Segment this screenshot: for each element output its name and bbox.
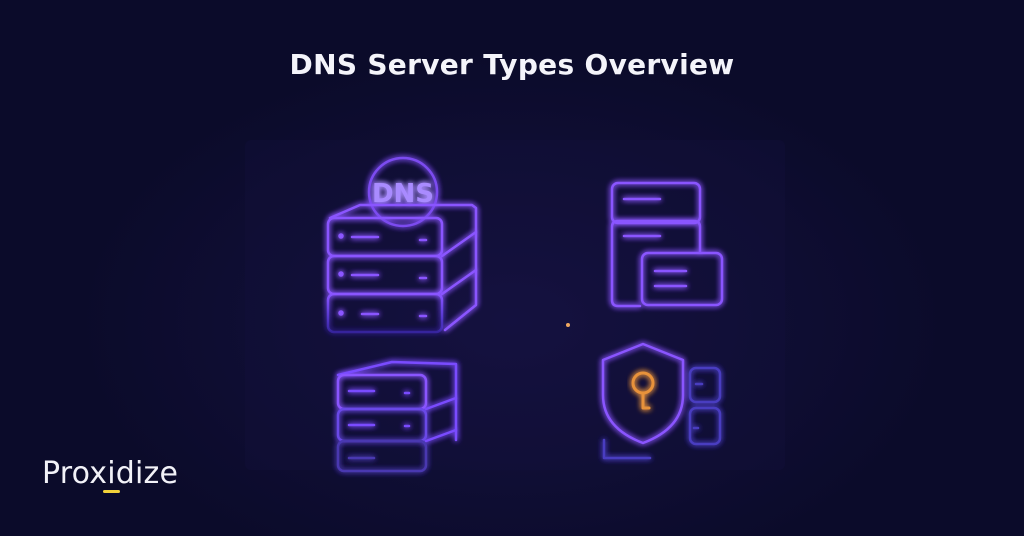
- key-icon: [631, 371, 655, 410]
- center-dot-icon: [566, 323, 570, 327]
- server-stack-small-icon: [336, 360, 458, 473]
- document-records-icon: [610, 181, 724, 308]
- page-title: DNS Server Types Overview: [289, 48, 735, 81]
- dns-server-stack-icon: DNS: [326, 156, 478, 334]
- brand-logo: Proxidize: [42, 456, 179, 491]
- brand-logo-accent: [103, 490, 120, 493]
- security-shield-icon: [601, 342, 722, 460]
